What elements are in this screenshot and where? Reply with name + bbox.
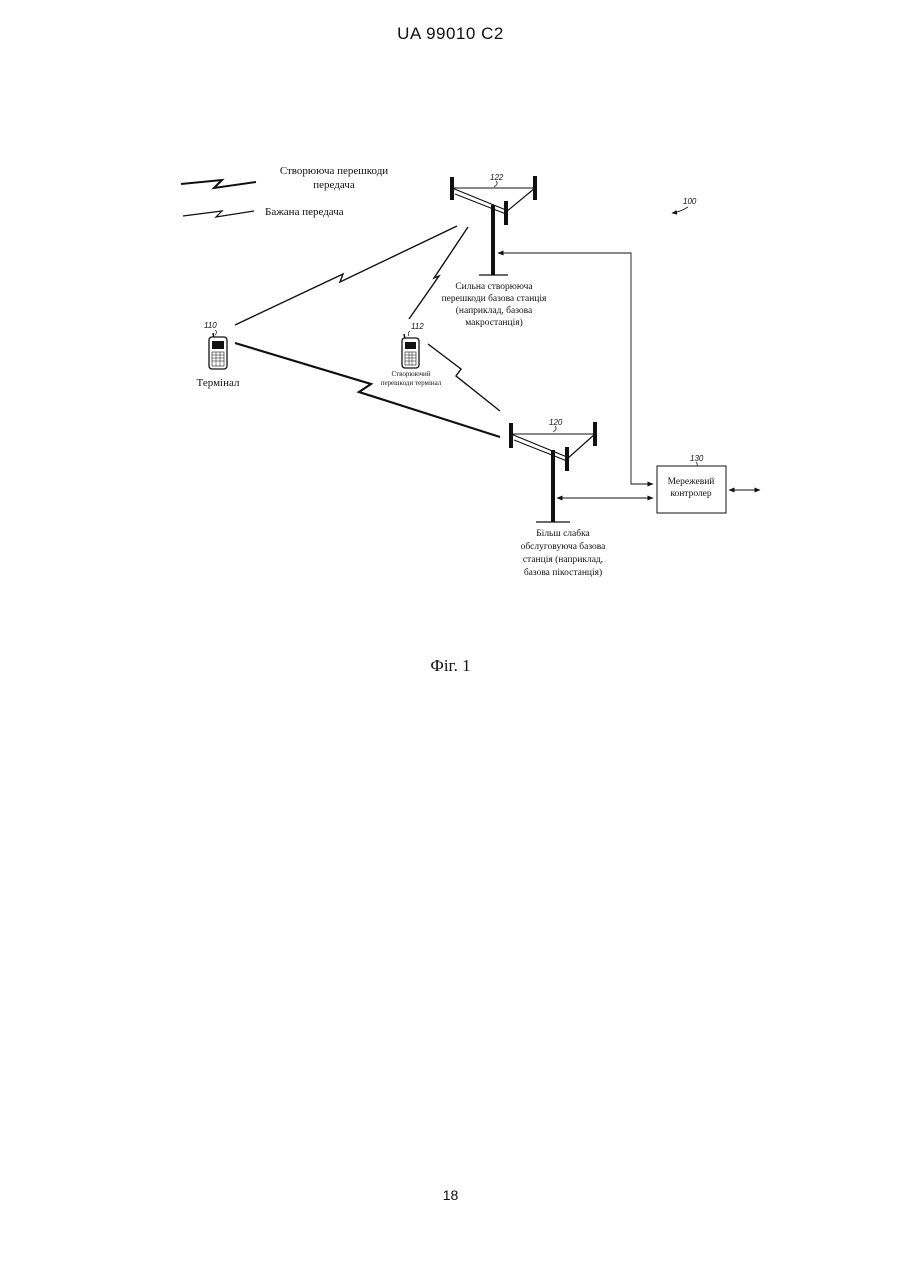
- serving-bs-label-2: обслуговуюча базова: [521, 541, 607, 552]
- controller-label-1: Мережевий: [668, 476, 715, 487]
- terminal-label: Термінал: [197, 377, 240, 389]
- interfering-link-terminal-to-pico: [235, 343, 500, 437]
- interfering-bs-label-4: макростанція): [465, 317, 523, 328]
- serving-bs-label-3: станція (наприклад,: [523, 554, 603, 565]
- legend-interfering-line: [181, 180, 256, 188]
- ref-interfering-bs: 122: [490, 173, 504, 182]
- legend-interfering-label-1: Створююча перешкоди: [280, 165, 388, 177]
- interfering-terminal-label-1: Створюючий: [391, 370, 430, 378]
- phone-icon: [209, 333, 227, 369]
- ref-interfering-terminal: 112: [411, 322, 424, 331]
- interfering-bs-label-3: (наприклад, базова: [456, 305, 533, 316]
- ref-controller: 130: [690, 454, 704, 463]
- legend-desired-label: Бажана передача: [265, 206, 344, 218]
- serving-bs-label-4: базова пікостанція): [524, 567, 602, 578]
- interfering-base-station: 122 Сильна створююча перешкоди базова ст…: [442, 173, 547, 328]
- figure-caption: Фіг. 1: [0, 656, 901, 676]
- legend: Створююча перешкоди передача Бажана пере…: [181, 165, 388, 218]
- ref-terminal: 110: [204, 321, 217, 330]
- terminal: 110 Термінал: [197, 321, 240, 389]
- ref-system: 100: [683, 197, 697, 206]
- legend-interfering-label-2: передача: [313, 179, 355, 191]
- ref-serving-bs: 120: [549, 418, 563, 427]
- legend-desired-line: [183, 211, 254, 217]
- interfering-bs-label-1: Сильна створююча: [455, 282, 533, 292]
- ref-system-arrow: [672, 207, 688, 213]
- controller-label-2: контролер: [670, 489, 712, 499]
- interfering-bs-label-2: перешкоди базова станція: [442, 293, 547, 304]
- page-number: 18: [0, 1187, 901, 1203]
- desired-link-terminal-to-macro: [235, 226, 457, 325]
- phone-icon: [402, 334, 419, 368]
- network-controller: 130 Мережевий контролер: [657, 454, 726, 513]
- desired-link-interfering-terminal-to-pico: [428, 344, 500, 411]
- interfering-terminal-label-2: перешкоди термінал: [381, 379, 442, 387]
- serving-bs-label-1: Більш слабка: [536, 528, 590, 539]
- interfering-terminal: 112 Створюючий перешкоди термінал: [381, 322, 442, 387]
